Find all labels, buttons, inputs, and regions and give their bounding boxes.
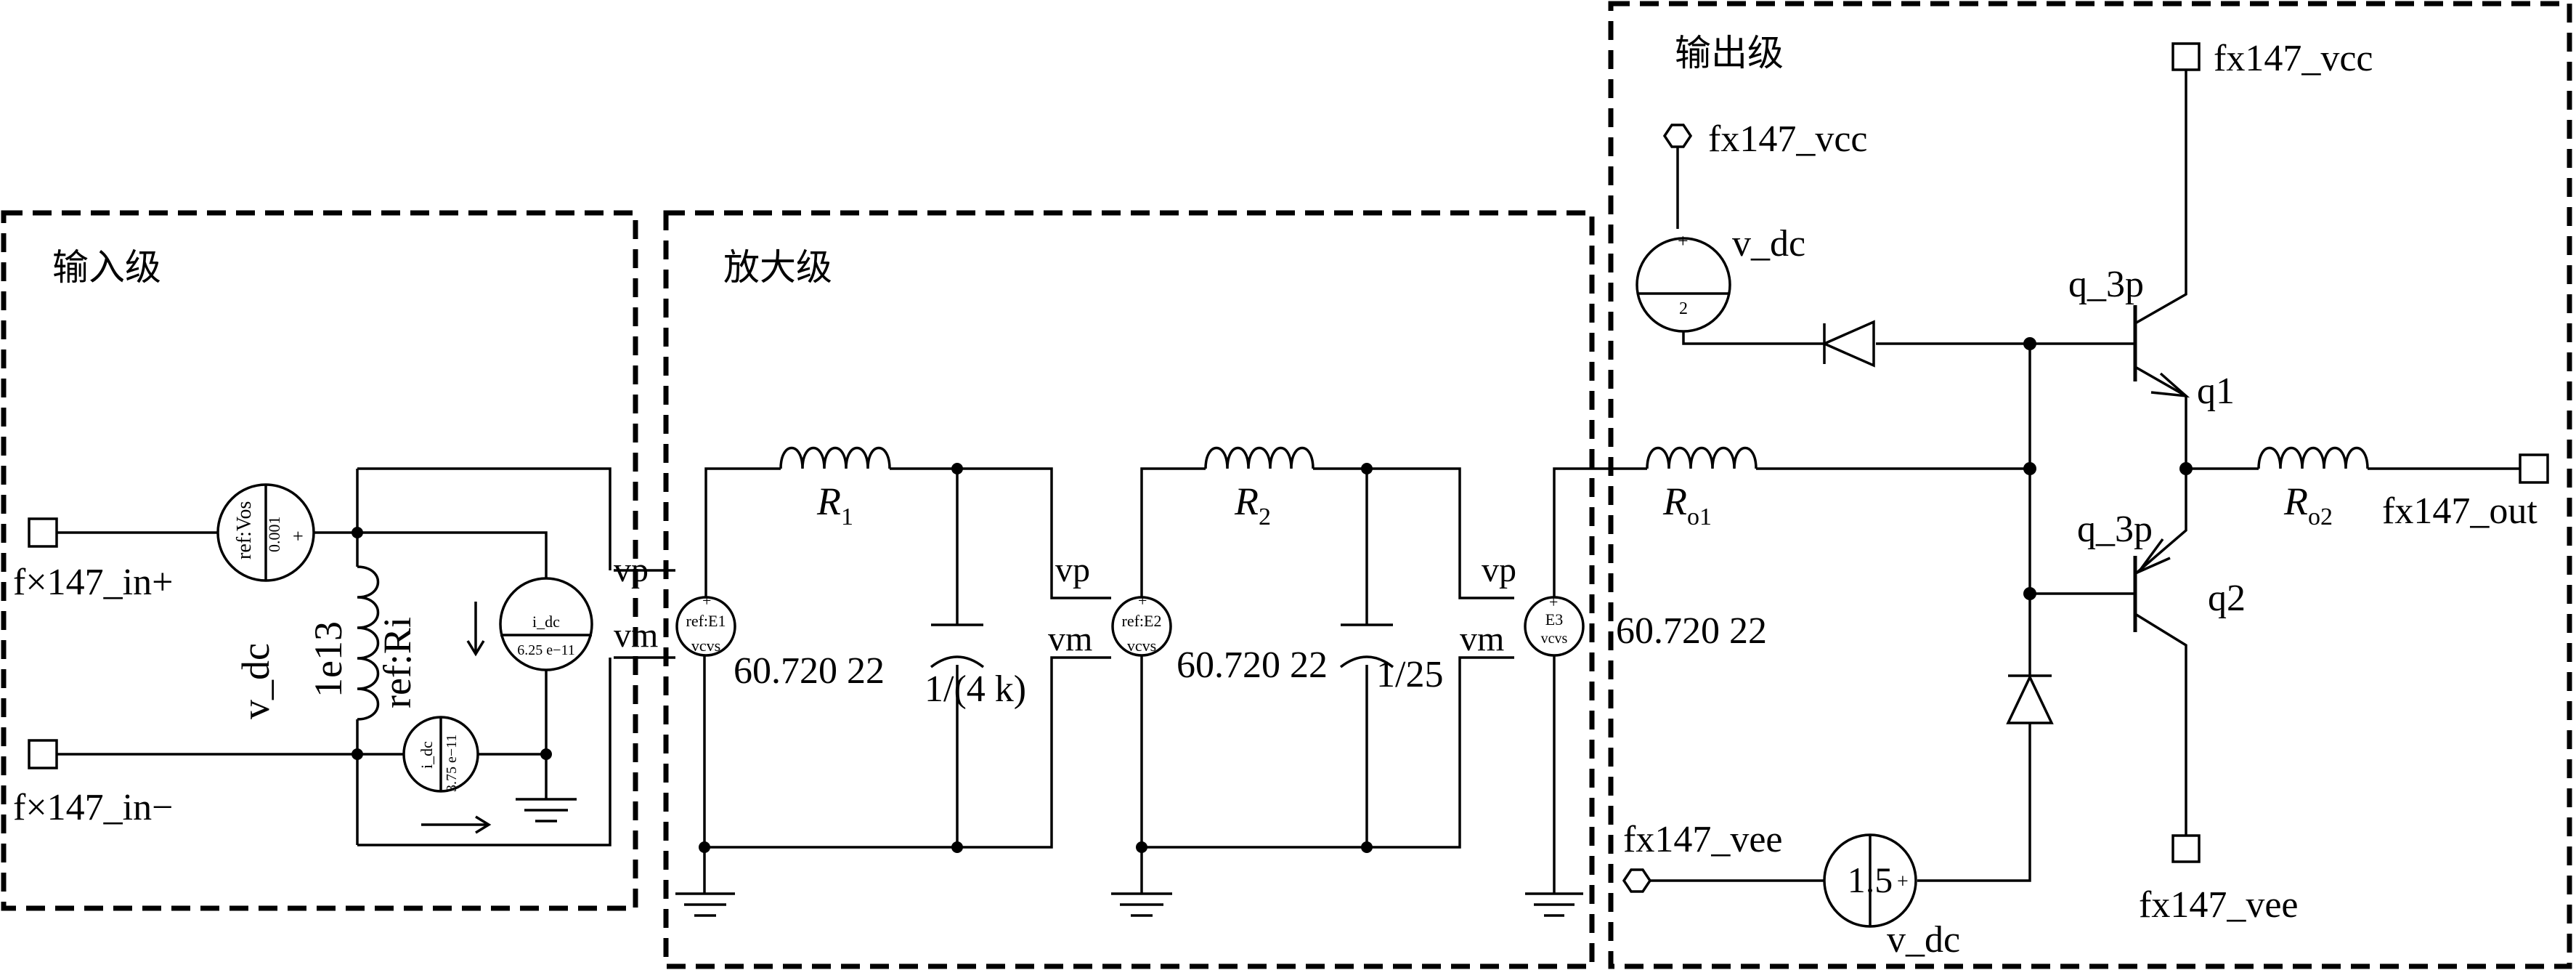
vos-plus-label: + [288,530,309,541]
output-stage-title: 输出级 [1675,32,1784,74]
current-arrow-right [421,815,492,834]
e2-vcvs[interactable]: + ref:E2 vcvs [1111,591,1172,657]
ri-ref-label: ref:Ri [375,617,419,708]
vdc2-name: v_dc [1887,919,1960,961]
e3-vcvs[interactable]: + E3 vcvs - [1524,593,1585,663]
idc2-name: i_dc [418,741,436,769]
vos-type-label: v_dc [234,643,277,719]
vee-src-label: fx147_vee [1623,819,1782,860]
vee-src-port[interactable] [1622,868,1652,893]
amp-stage: R1 1/(4 k) + ref:E1 vcvs 60.720 22 vp vm… [675,446,1767,917]
ro2-label: Ro2 [2283,480,2333,530]
vdc1-name: v_dc [1732,223,1805,264]
e3-type: vcvs [1541,631,1568,647]
ro1-coil [1646,446,1758,469]
in-plus-label: f×147_in+ [13,562,173,603]
input-stage-title: 输入级 [52,246,161,288]
q2-transistor[interactable] [2133,469,2187,836]
q1-name: q1 [2197,371,2235,412]
q1-transistor[interactable] [2133,65,2190,469]
idc-source-2[interactable]: i_dc 3.75 e−11 [402,716,479,793]
r2-label: R2 [1234,480,1271,530]
c1-capacitor[interactable] [930,623,985,668]
e2-gain: 60.720 22 [1177,644,1328,686]
out-port[interactable] [2519,453,2549,484]
output-stage: fx147_vcc + 2 v_dc Ro1 [1622,38,2549,961]
in-minus-label: f×147_in− [13,787,173,828]
e2-ref: ref:E2 [1122,612,1162,630]
q2-model: q_3p [2077,509,2153,550]
e2-type: vcvs [1127,636,1156,655]
e1-vcvs[interactable]: + ref:E1 vcvs [675,591,736,657]
out-label: fx147_out [2382,490,2538,532]
vdc1-plus: + [1678,230,1689,251]
ri-coil [357,565,380,721]
idc1-value: 6.25 e−11 [517,642,574,658]
idc1-name: i_dc [532,613,560,631]
c1-label: 1/(4 k) [925,668,1026,710]
vdc2-plus: + [1897,870,1909,893]
amp-stage-box [663,210,1595,969]
e3-gain: 60.720 22 [1616,610,1767,652]
ri-value-label: 1e13 [306,621,350,698]
vee-bot-label: fx147_vee [2139,884,2298,926]
current-arrow-down [466,602,485,657]
vcc-top-label: fx147_vcc [2214,38,2373,79]
r1-coil [779,446,891,469]
vm-label-1: vm [614,616,658,655]
diode-bottom[interactable] [2006,674,2054,724]
vm-label-3: vm [1460,620,1504,658]
input-stage: f×147_in+ f×147_in− ref:Vos 0.001 + v_dc… [13,467,675,846]
vos-source[interactable]: ref:Vos 0.001 + [216,483,315,582]
vp-label-1: vp [614,551,649,589]
e3-ref: E3 [1545,610,1563,629]
e1-gain: 60.720 22 [734,650,885,692]
c2-label: 1/25 [1376,654,1443,695]
vdc1-value: 2 [1679,299,1688,318]
vcc-src-label: fx147_vcc [1708,118,1867,160]
e1-ref: ref:E1 [686,612,726,630]
vp-label-2: vp [1055,551,1090,589]
ro2-coil [2257,446,2369,469]
in-plus-port[interactable] [28,517,58,548]
vee-bot-port[interactable] [2171,834,2201,863]
q1-model: q_3p [2068,264,2144,305]
e3-plus: + [1549,593,1558,611]
amp-stage-title: 放大级 [723,246,832,288]
q2-name: q2 [2208,578,2246,619]
r2-coil [1204,446,1315,469]
vos-value-label: 0.001 [265,517,283,553]
e1-type: vcvs [691,636,720,655]
diode-top[interactable] [1821,320,1875,368]
c2-capacitor[interactable] [1339,623,1394,668]
idc2-value: 3.75 e−11 [444,735,460,792]
vos-ref-label: ref:Vos [233,501,256,559]
vdc-source-bottom[interactable]: 1.5 + [1823,833,1917,928]
ro1-label: Ro1 [1662,480,1712,530]
vcc-top-port[interactable] [2171,42,2201,71]
vm-label-2: vm [1048,620,1092,658]
idc-source-1[interactable]: i_dc 6.25 e−11 [499,577,593,671]
input-stage-box [1,210,638,911]
e2-plus: + [1138,591,1147,610]
e1-plus: + [702,591,711,610]
output-stage-box [1608,1,2572,969]
vcc-src-port[interactable] [1662,124,1693,148]
vdc-source-top[interactable]: + 2 [1636,230,1731,333]
vp-label-3: vp [1482,551,1516,589]
vdc2-value: 1.5 [1848,860,1893,900]
e3-minus: - [1551,644,1556,663]
in-minus-port[interactable] [28,739,58,769]
r1-label: R1 [816,480,853,530]
